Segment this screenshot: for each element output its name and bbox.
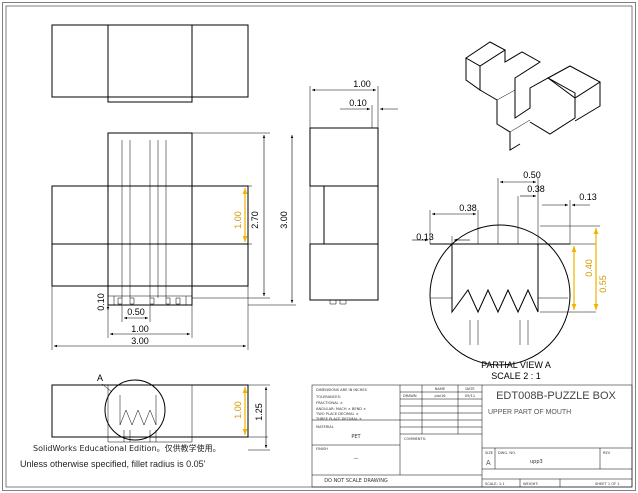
watermark-note: SolidWorks Educational Edition。仅供教学使用。 [33, 443, 221, 453]
dim-front-height-inner: 1.00 [233, 211, 243, 229]
side-view [309, 127, 379, 305]
top-view [51, 24, 249, 103]
title-block [311, 384, 633, 488]
tb-angular: ANGULAR: MACH ± BEND ± [316, 407, 366, 411]
dim-top-width: 1.00 [353, 79, 371, 89]
tb-dwg-no: upp3 [530, 459, 543, 465]
tb-material: PET [351, 434, 361, 440]
tb-drawn-name: plai16 [434, 394, 446, 398]
detail-view-a [429, 224, 571, 366]
tb-three-place: THREE PLACE DECIMAL ± [315, 417, 362, 421]
dim-front-bottom-mid: 1.00 [131, 324, 149, 334]
dim-bottom-h-small: 1.00 [233, 401, 243, 419]
tb-scale-label: SCALE: 1:1 [485, 482, 505, 486]
tb-dims-note: DIMENSIONS ARE IN INCHES [316, 388, 368, 392]
dim-front-base: 0.10 [96, 293, 106, 311]
dim-top-lip: 0.10 [349, 98, 367, 108]
front-view [51, 132, 249, 306]
tb-date-header: DATE [465, 387, 475, 391]
tb-material-label: MATERIAL [316, 425, 334, 429]
dim-detail-h-large: 0.55 [598, 275, 608, 293]
detail-callout-letter: A [97, 373, 103, 383]
tb-tolerances: TOLERANCES: [315, 395, 341, 399]
partial-view-scale: SCALE 2 : 1 [491, 371, 541, 381]
dim-front-height-mid: 2.70 [250, 211, 260, 229]
tb-sheet-label: SHEET 1 OF 1 [595, 482, 620, 486]
tb-dwg-label: DWG. NO. [498, 451, 516, 455]
dim-detail-left-mid: 0.38 [459, 203, 477, 213]
fillet-note: Unless otherwise specified, fillet radiu… [20, 459, 206, 469]
tb-name-header: NAME [435, 387, 446, 391]
bottom-view: A [51, 373, 249, 443]
tb-fractional: FRACTIONAL ± [316, 401, 343, 405]
tb-finish-label: FINISH [316, 447, 328, 451]
tb-size: A [486, 460, 491, 467]
dim-front-height-total: 3.00 [279, 211, 289, 229]
tb-part-title: EDT008B-PUZZLE BOX [496, 390, 616, 402]
dim-front-bottom-small: 0.50 [127, 307, 145, 317]
tb-drawn-date: 09/11 [465, 394, 475, 398]
tb-rev-label: REV [603, 451, 611, 455]
tb-part-subtitle: UPPER PART OF MOUTH [488, 409, 571, 416]
dim-detail-top: 0.50 [523, 170, 541, 180]
partial-view-caption: PARTIAL VIEW A [481, 360, 551, 370]
tb-drawn-label: DRAWN [403, 394, 417, 398]
dim-bottom-h-total: 1.25 [254, 403, 264, 421]
dim-front-bottom-total: 3.00 [131, 336, 149, 346]
tb-finish: — [354, 456, 359, 462]
isometric-view [465, 41, 601, 151]
dim-detail-left: 0.13 [416, 232, 434, 242]
front-dimensions: 1.00 2.70 3.00 0.10 0.50 1.00 3.00 [51, 132, 296, 350]
tb-weight-label: WEIGHT: [523, 482, 538, 486]
bottom-dimensions: 1.00 1.25 [233, 384, 270, 451]
dim-detail-h-small: 0.40 [584, 259, 594, 277]
detail-dimensions: 0.50 0.38 0.13 0.38 0.13 0.40 0.55 [412, 170, 608, 313]
dim-detail-mid: 0.38 [527, 184, 545, 194]
tb-comments-label: COMMENTS: [404, 437, 426, 441]
tb-size-label: SIZE [485, 451, 494, 455]
tb-no-scale: DO NOT SCALE DRAWING [324, 478, 388, 484]
dim-detail-right: 0.13 [579, 192, 597, 202]
side-dimensions: 1.00 0.10 [309, 79, 398, 128]
tb-two-place: TWO PLACE DECIMAL ± [315, 412, 359, 416]
